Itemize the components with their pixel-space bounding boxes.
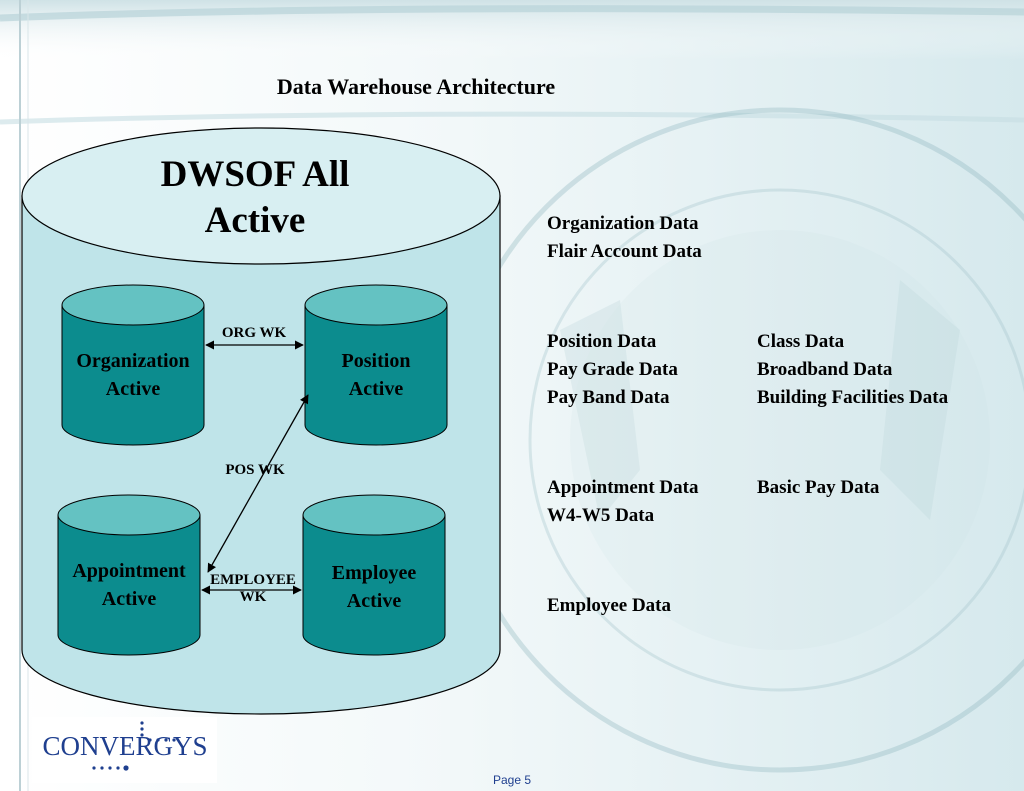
employee-label-line2: Active — [346, 590, 402, 612]
pos-wk-label: POS WK — [225, 462, 285, 478]
appointment-active-cylinder — [57, 494, 201, 656]
dwsof-label-line2: Active — [204, 200, 306, 241]
appointment-data-group-col2: Basic Pay Data — [757, 474, 879, 502]
position-label-line2: Active — [348, 378, 404, 400]
employee-active-label: Employee Active — [296, 559, 452, 615]
convergys-logo: CONVERGYS — [32, 717, 217, 783]
organization-active-cylinder — [61, 284, 205, 446]
employee-active-cylinder — [302, 494, 446, 656]
dwsof-all-active-label: DWSOF All Active — [120, 152, 390, 244]
building-facilities-data-item: Building Facilities Data — [757, 387, 949, 408]
appointment-label-line1: Appointment — [72, 560, 186, 582]
logo-dots-icon — [92, 721, 176, 771]
w4-w5-data-item: W4-W5 Data — [547, 505, 655, 526]
class-data-item: Class Data — [757, 331, 845, 352]
pay-band-data-item: Pay Band Data — [547, 387, 670, 408]
appointment-data-group-col1: Appointment Data W4-W5 Data — [547, 474, 698, 530]
appointment-data-item: Appointment Data — [547, 477, 699, 498]
org-wk-label: ORG WK — [221, 325, 287, 341]
appointment-label-line2: Active — [101, 588, 157, 610]
organization-data-group: Organization Data Flair Account Data — [547, 210, 702, 266]
organization-data-item: Organization Data — [547, 213, 699, 234]
page-number: Page 5 — [492, 773, 532, 787]
dwsof-label-line1: DWSOF All — [160, 154, 350, 195]
broadband-data-item: Broadband Data — [757, 359, 893, 380]
employee-data-group: Employee Data — [547, 592, 671, 620]
position-data-group-col1: Position Data Pay Grade Data Pay Band Da… — [547, 328, 678, 412]
basic-pay-data-item: Basic Pay Data — [757, 477, 880, 498]
position-data-item: Position Data — [547, 331, 657, 352]
employee-wk-label-line2: WK — [239, 589, 267, 605]
position-label-line1: Position — [341, 350, 411, 372]
position-active-cylinder — [304, 284, 448, 446]
pos-wk-arrow — [207, 394, 309, 573]
employee-label-line1: Employee — [331, 562, 417, 584]
organization-label-line2: Active — [105, 378, 161, 400]
slide-title: Data Warehouse Architecture — [276, 74, 556, 99]
employee-data-item: Employee Data — [547, 595, 672, 616]
employee-wk-label-line1: EMPLOYEE — [210, 572, 296, 588]
position-data-group-col2: Class Data Broadband Data Building Facil… — [757, 328, 948, 412]
organization-active-label: Organization Active — [55, 347, 211, 403]
position-active-label: Position Active — [298, 347, 454, 403]
appointment-active-label: Appointment Active — [51, 557, 207, 613]
organization-label-line1: Organization — [76, 350, 190, 372]
pay-grade-data-item: Pay Grade Data — [547, 359, 678, 380]
employee-wk-label: EMPLOYEE WK — [198, 572, 308, 606]
logo-wordmark: CONVERGYS — [42, 731, 208, 761]
flair-account-data-item: Flair Account Data — [547, 241, 702, 262]
